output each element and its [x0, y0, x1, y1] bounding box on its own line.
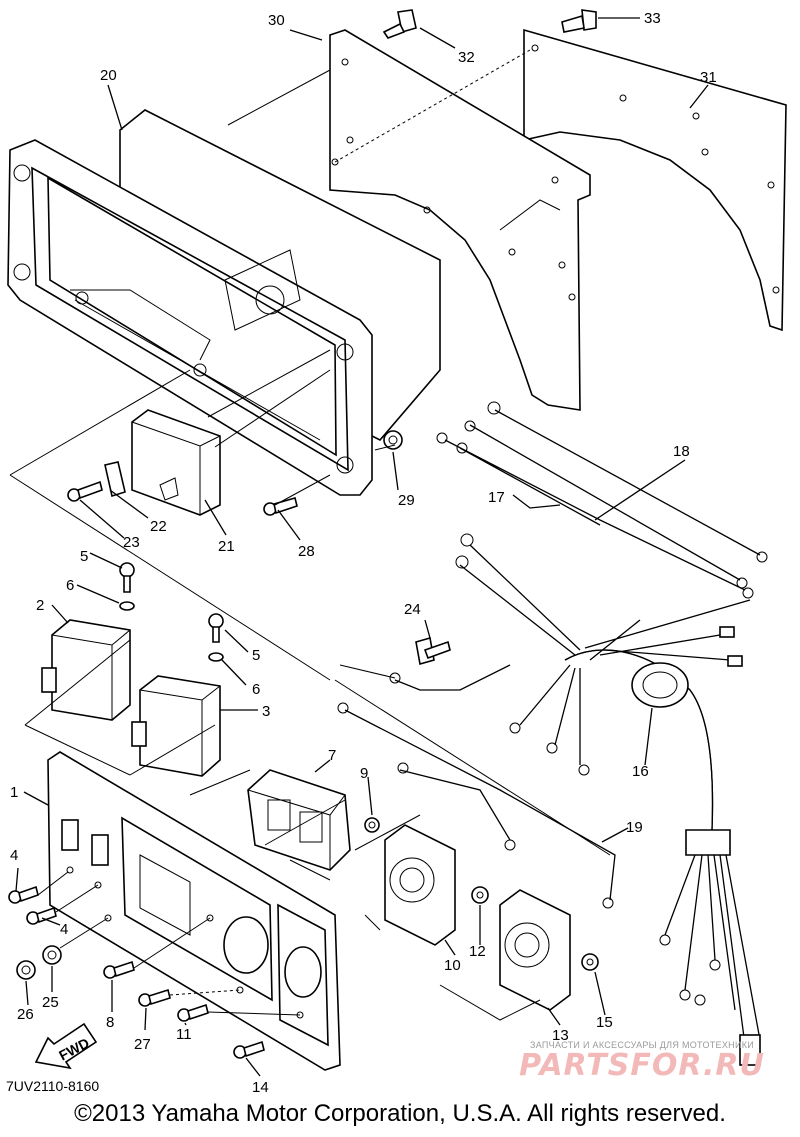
breaker-2 [41, 619, 131, 721]
leader-lines [9, 17, 709, 1077]
callout-11: 11 [176, 1026, 192, 1043]
screw-4-upper [8, 885, 39, 904]
callout-31: 31 [700, 69, 717, 86]
rear-plate-31 [523, 28, 787, 332]
screw-5-lower [208, 613, 224, 643]
copyright-notice: ©2013 Yamaha Motor Corporation, U.S.A. A… [74, 1100, 726, 1127]
screw-5-upper [119, 562, 135, 593]
receptacle-10 [384, 824, 456, 946]
watermark-logo: PARTSFOR.RU [519, 1048, 765, 1083]
screw-27 [138, 988, 171, 1007]
screw-28 [263, 497, 298, 516]
callout-4-lower: 4 [60, 921, 68, 938]
wire-17 [436, 432, 754, 599]
callout-6-upper: 6 [66, 577, 74, 594]
callout-5-lower: 5 [252, 647, 260, 664]
callout-7: 7 [328, 747, 336, 764]
breaker-3 [131, 675, 221, 777]
callout-19: 19 [626, 819, 643, 836]
screw-33 [561, 9, 597, 33]
outlet-7 [247, 769, 351, 871]
callout-1: 1 [10, 784, 18, 801]
nut-15 [581, 953, 599, 971]
callout-33: 33 [644, 10, 661, 27]
callout-18: 18 [673, 443, 690, 460]
callout-27: 27 [134, 1036, 151, 1053]
screw-32 [382, 9, 417, 39]
callout-26: 26 [17, 1006, 34, 1023]
screw-11 [177, 1003, 209, 1022]
callout-25: 25 [42, 994, 59, 1011]
callout-24: 24 [404, 601, 421, 618]
callout-20: 20 [100, 67, 117, 84]
callout-9: 9 [360, 765, 368, 782]
callout-labels: 30 20 32 33 31 18 17 29 28 21 22 23 5 6 … [10, 10, 717, 1096]
callout-2: 2 [36, 597, 44, 614]
callout-30: 30 [268, 12, 285, 29]
receptacle-13 [499, 889, 571, 1011]
screw-8 [103, 960, 135, 979]
callout-16: 16 [632, 763, 649, 780]
callout-5-upper: 5 [80, 548, 88, 565]
screw-23 [67, 480, 103, 502]
nut-9 [364, 817, 380, 833]
callout-15: 15 [596, 1014, 613, 1031]
callout-4-upper: 4 [10, 847, 18, 864]
wire-harness-16 [455, 533, 761, 1066]
watermark-caption: ЗАПЧАСТИ И АКСЕССУАРЫ ДЛЯ МОТОТЕХНИКИ [529, 1040, 755, 1050]
diagram-code: 7UV2110-8160 [6, 1078, 100, 1094]
callout-21: 21 [218, 538, 235, 555]
wire-18 [464, 401, 768, 589]
callout-28: 28 [298, 543, 315, 560]
callout-23: 23 [123, 534, 140, 551]
callout-8: 8 [106, 1014, 114, 1031]
callout-17: 17 [488, 489, 505, 506]
callout-6-lower: 6 [252, 681, 260, 698]
nut-26 [16, 960, 36, 980]
washer-25 [42, 945, 62, 965]
callout-3: 3 [262, 703, 270, 720]
relay-box-21 [131, 409, 221, 516]
bracket-22 [104, 461, 126, 498]
callout-29: 29 [398, 492, 415, 509]
callout-22: 22 [150, 518, 167, 535]
callout-13: 13 [552, 1027, 569, 1044]
nut-29 [383, 430, 403, 450]
wire-19 [337, 702, 616, 909]
front-panel-1 [47, 751, 341, 1071]
middle-plate-30 [329, 29, 591, 411]
screw-14 [233, 1040, 265, 1059]
screw-4-lower [26, 906, 57, 925]
nut-12 [471, 886, 489, 904]
callout-10: 10 [444, 957, 461, 974]
callout-32: 32 [458, 49, 475, 66]
bolt-24 [389, 636, 511, 691]
fwd-arrow-icon: FWD [34, 1022, 98, 1070]
washer-6-lower [208, 652, 224, 662]
callout-14: 14 [252, 1079, 269, 1096]
callout-12: 12 [469, 943, 486, 960]
washer-6-upper [119, 601, 135, 611]
watermark: ЗАПЧАСТИ И АКСЕССУАРЫ ДЛЯ МОТОТЕХНИКИ PA… [492, 1040, 792, 1083]
